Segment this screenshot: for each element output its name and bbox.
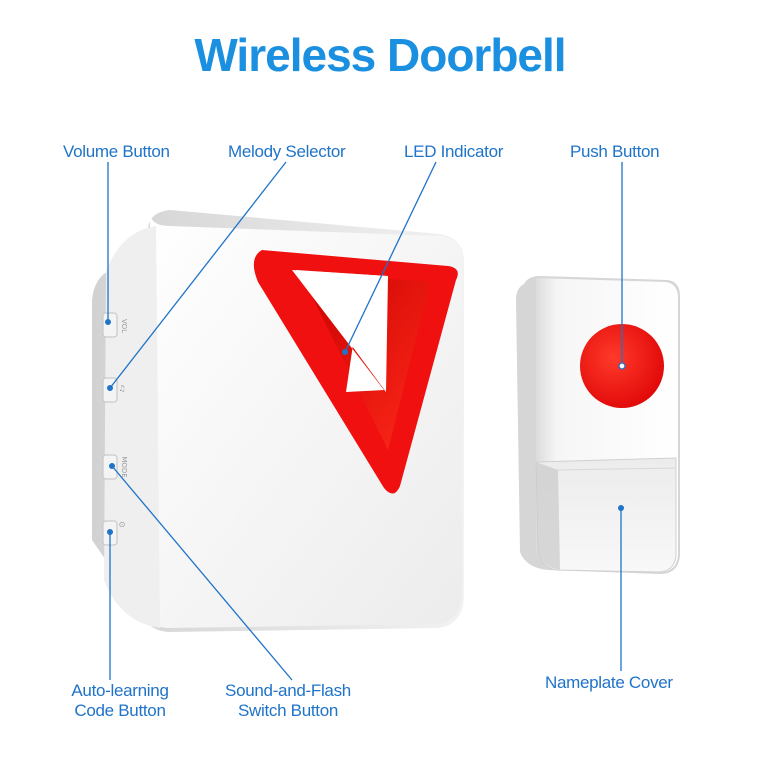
nameplate-callout-dot bbox=[618, 505, 624, 511]
sound-flash-label-line2: Switch Button bbox=[237, 701, 339, 720]
sound-flash-label-line1: Sound-and-Flash bbox=[225, 681, 351, 700]
melody-marking: ♫ bbox=[118, 384, 125, 393]
sound-flash-callout-dot bbox=[109, 463, 115, 469]
melody-callout-dot bbox=[107, 385, 113, 391]
auto-learning-callout-dot bbox=[107, 529, 113, 535]
led-indicator bbox=[253, 250, 458, 494]
melody-selector-label: Melody Selector bbox=[228, 142, 346, 161]
led-callout-dot bbox=[342, 349, 348, 355]
melody-callout-line bbox=[109, 161, 287, 389]
nameplate-cover[interactable] bbox=[535, 457, 677, 573]
sound-flash-callout-line bbox=[111, 465, 293, 681]
page-title: Wireless Doorbell bbox=[194, 29, 566, 81]
vol-marking: VOL bbox=[120, 319, 128, 333]
volume-callout-dot bbox=[105, 319, 111, 325]
push-callout-dot bbox=[618, 362, 626, 370]
callout-lines bbox=[107, 161, 623, 681]
volume-button[interactable] bbox=[102, 312, 118, 338]
sound-flash-label: Sound-and-Flash Switch Button bbox=[218, 681, 358, 721]
auto-learning-label-line1: Auto-learning bbox=[71, 681, 169, 700]
auto-learning-label: Auto-learning Code Button bbox=[56, 681, 184, 721]
led-indicator-label: LED Indicator bbox=[404, 142, 504, 161]
push-button-label: Push Button bbox=[570, 142, 660, 161]
nameplate-cover-side bbox=[536, 462, 560, 570]
led-callout-line bbox=[344, 161, 437, 353]
nameplate-cover-edge bbox=[557, 467, 677, 471]
transmitter-unit bbox=[516, 276, 680, 574]
receiver-unit: VOL ♫ MODE ⊙ bbox=[92, 210, 464, 632]
led-window-light bbox=[296, 270, 388, 392]
callout-dots bbox=[105, 319, 626, 535]
volume-button-label: Volume Button bbox=[63, 142, 170, 161]
nameplate-cover-label: Nameplate Cover bbox=[545, 673, 673, 692]
mode-marking: MODE bbox=[120, 456, 128, 477]
learn-marking: ⊙ bbox=[119, 520, 126, 529]
receiver-left-face bbox=[104, 226, 160, 628]
auto-learning-label-line2: Code Button bbox=[74, 701, 166, 720]
